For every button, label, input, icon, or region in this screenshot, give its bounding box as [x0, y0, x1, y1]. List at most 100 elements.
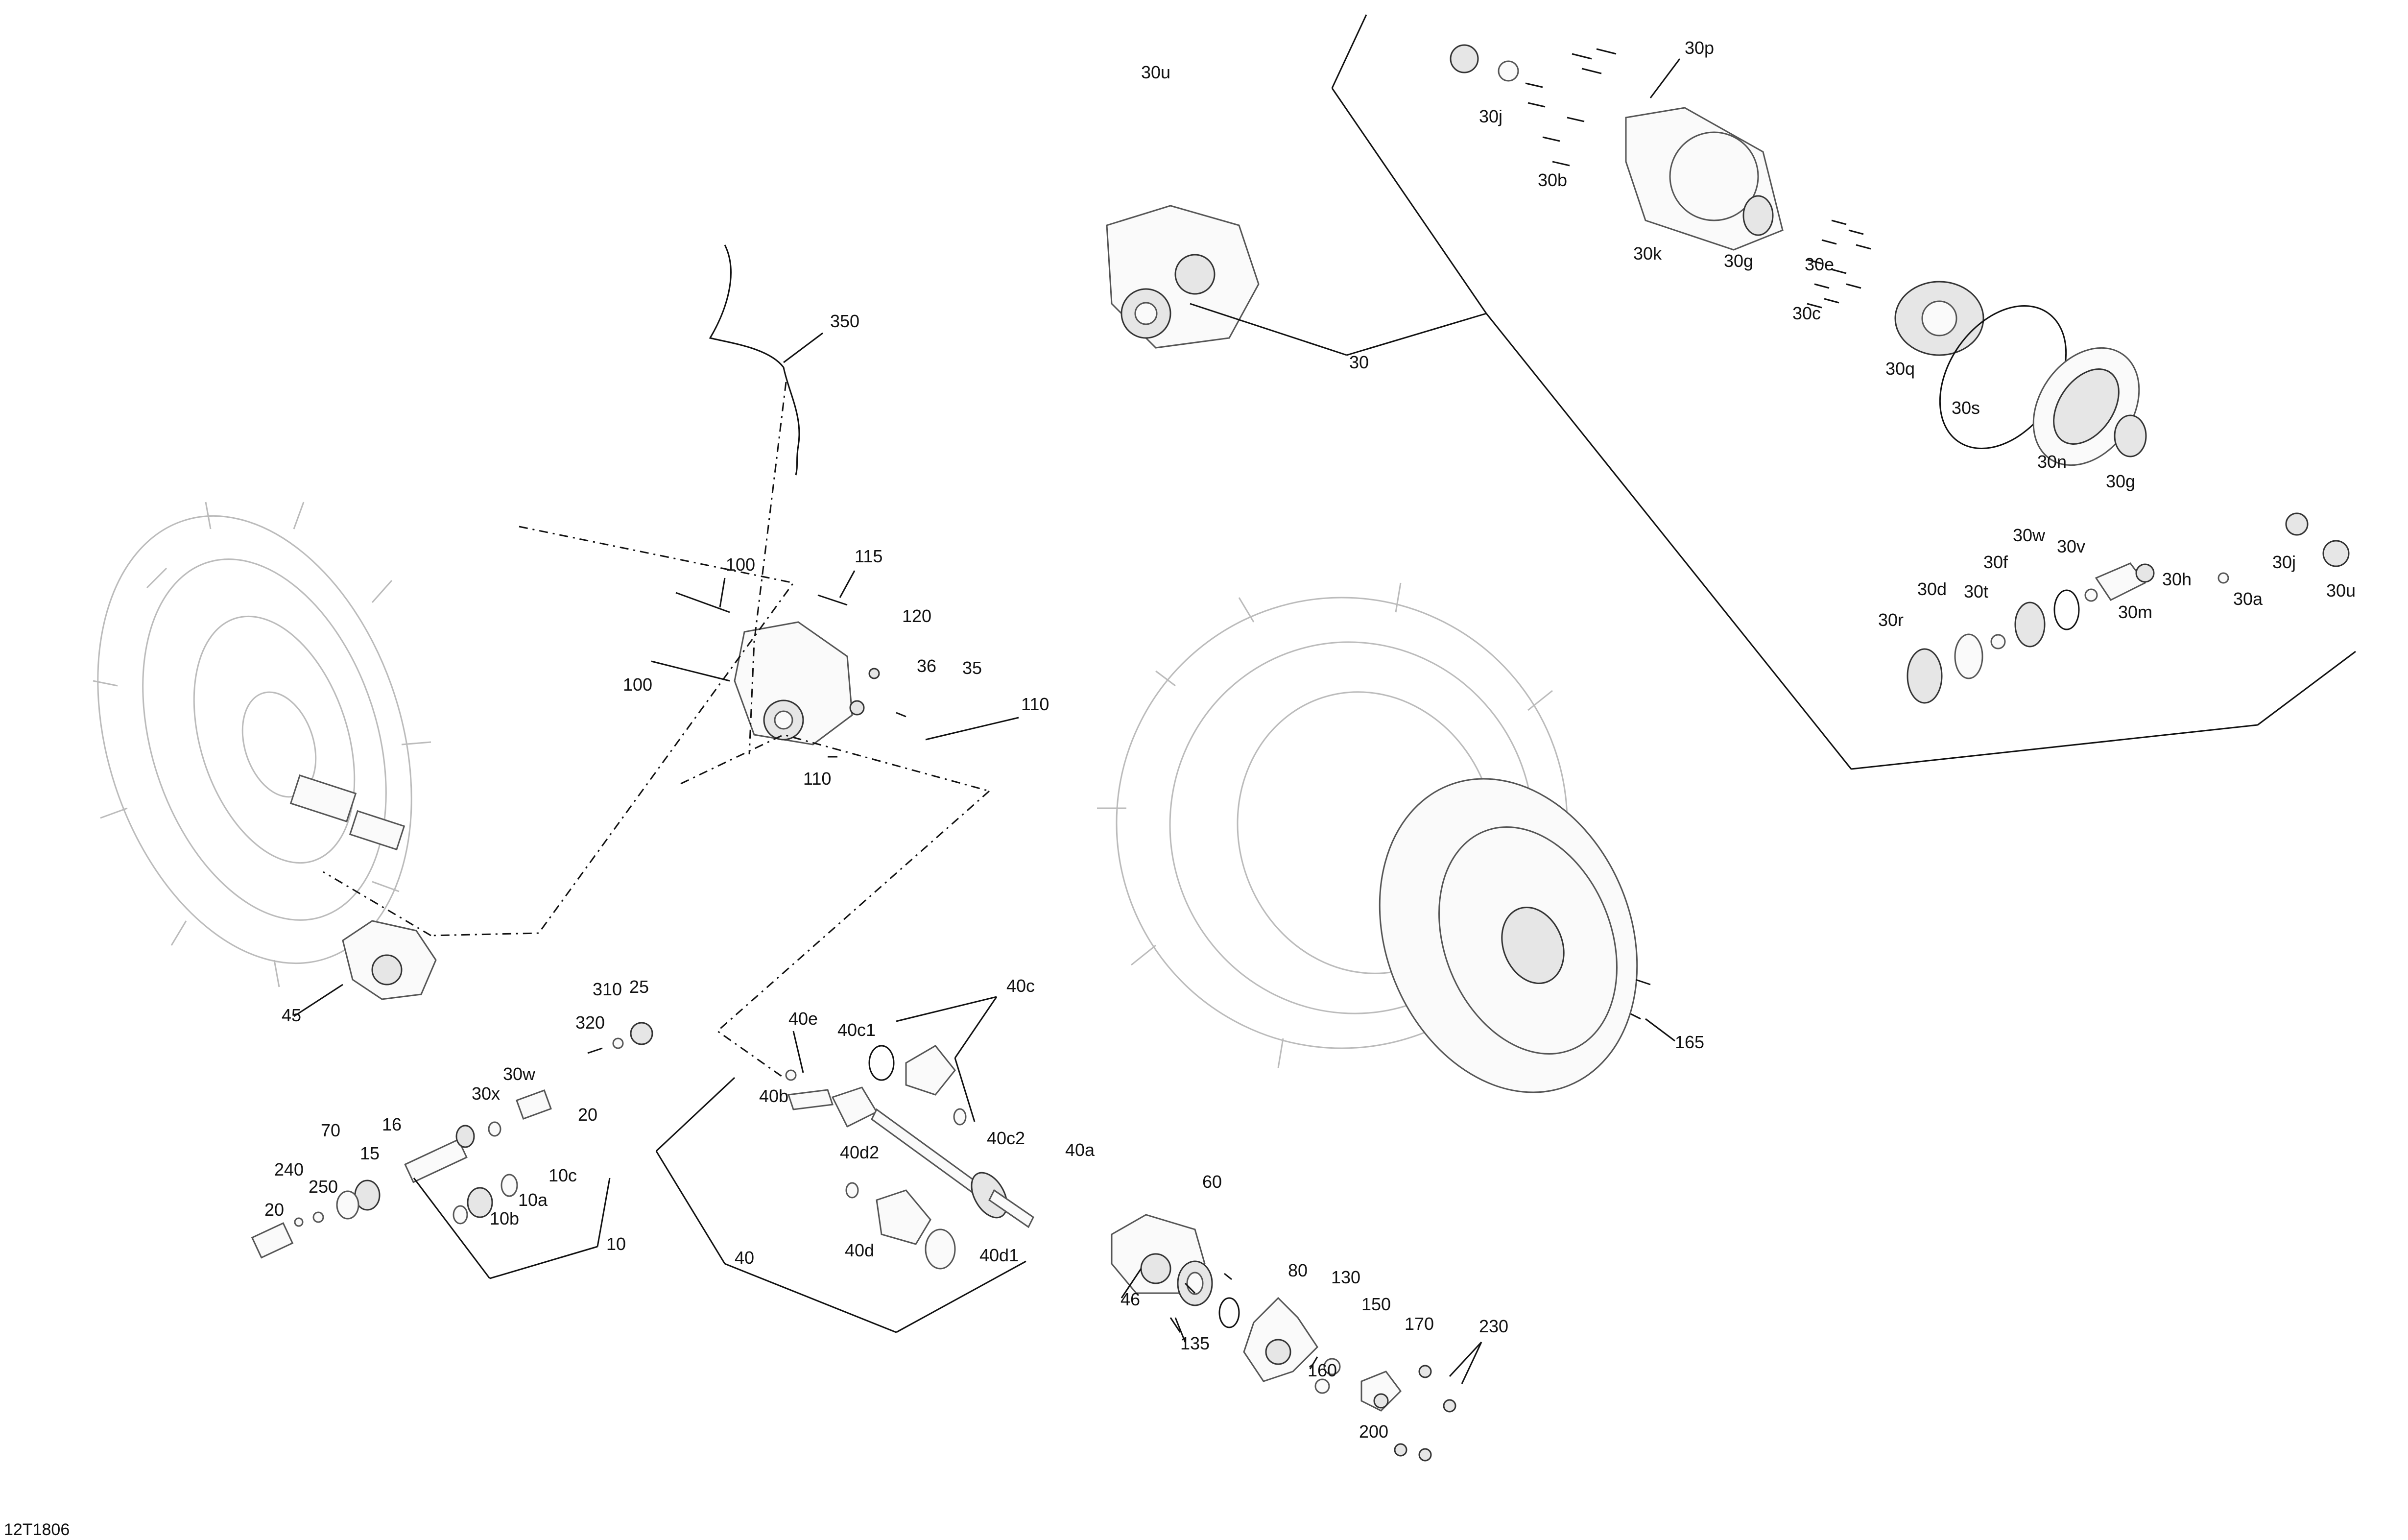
callout-30u: 30u [1141, 62, 1170, 82]
callout-10a: 10a [518, 1190, 548, 1210]
leader-line [293, 984, 343, 1017]
callout-36: 36 [917, 656, 936, 676]
callout-30w-right: 30w [2013, 525, 2046, 545]
callout-25: 25 [629, 977, 649, 997]
callout-40b: 40b [759, 1086, 788, 1106]
leader-line [792, 1031, 804, 1073]
assembly-dashed-lines [323, 382, 990, 1079]
callout-165: 165 [1675, 1032, 1704, 1052]
leader-line [1461, 1342, 1482, 1384]
assembly-dashed-line [430, 526, 795, 937]
callout-20-upper: 20 [578, 1105, 597, 1125]
callout-30g-top: 30g [1724, 251, 1753, 271]
hub-bearing-60 [1177, 1260, 1213, 1306]
callout-30g-bottom: 30g [2106, 471, 2135, 491]
callout-170: 170 [1405, 1314, 1434, 1334]
callout-110-bottom: 110 [803, 769, 831, 789]
callout-115: 115 [855, 546, 882, 566]
callout-30: 30 [1349, 352, 1369, 372]
callout-80: 80 [1288, 1260, 1308, 1280]
callout-30j-right: 30j [2272, 552, 2296, 572]
callout-15: 15 [360, 1143, 380, 1163]
breather-hose-350 [709, 244, 800, 476]
callout-40d: 40d [845, 1240, 874, 1260]
callout-30r: 30r [1878, 610, 1904, 630]
callout-10c: 10c [548, 1165, 577, 1185]
callout-40c: 40c [1006, 976, 1035, 996]
callout-30e: 30e [1805, 254, 1834, 274]
callout-135: 135 [1180, 1333, 1210, 1353]
leader-line [655, 1151, 726, 1264]
assembly-dashed-line [716, 790, 990, 1079]
leader-line [1449, 1341, 1482, 1377]
shaft-parts-10 [251, 1089, 552, 1259]
callout-230: 230 [1479, 1316, 1508, 1336]
leader-line [1121, 1268, 1142, 1299]
leader-line [896, 996, 997, 1022]
leader-line [1645, 1018, 1675, 1042]
callout-320: 320 [575, 1012, 605, 1033]
center-bolts [651, 592, 906, 758]
leader-line [1346, 313, 1487, 356]
ring-gear-30n [2032, 347, 2140, 466]
callout-30p: 30p [1685, 38, 1714, 58]
callout-30w-left: 30w [503, 1064, 536, 1084]
callout-30h: 30h [2162, 569, 2192, 589]
bolts-diff [1525, 48, 1871, 309]
leader-line [1331, 88, 1487, 314]
leader-line [489, 1246, 598, 1279]
callout-30j-top: 30j [1479, 106, 1502, 126]
left-tire-illustration [93, 502, 431, 987]
callout-40e: 40e [788, 1009, 818, 1029]
callout-45: 45 [282, 1005, 301, 1025]
callout-110-right: 110 [1021, 694, 1049, 714]
bolts-135 [1169, 1273, 1232, 1333]
callout-30m: 30m [2118, 602, 2152, 622]
leader-line [413, 1178, 491, 1279]
callout-10b: 10b [490, 1208, 519, 1228]
callout-350: 350 [830, 311, 859, 331]
leader-line [954, 996, 998, 1059]
callout-240: 240 [274, 1159, 304, 1179]
callout-100-top: 100 [726, 554, 755, 575]
callout-16: 16 [382, 1114, 402, 1134]
leader-line [1174, 1317, 1186, 1343]
callout-leaders [293, 14, 2356, 1384]
rim-illustration [1379, 778, 1638, 1093]
callout-40d2: 40d2 [840, 1142, 879, 1162]
callout-30t: 30t [1964, 581, 1988, 602]
assembly-dashed-line [680, 734, 990, 792]
leader-line [1485, 313, 1852, 770]
callout-30v: 30v [2057, 536, 2085, 556]
drawing-code: 12T1806 [4, 1520, 70, 1539]
pinion-assembly [1907, 512, 2350, 704]
differential-assembly-30 [1106, 205, 1260, 349]
callout-30s: 30s [1952, 398, 1980, 418]
callout-40a: 40a [1065, 1140, 1095, 1160]
callout-46: 46 [1121, 1289, 1140, 1309]
callout-10: 10 [606, 1234, 626, 1254]
callout-30b: 30b [1538, 170, 1567, 190]
leader-line [1190, 303, 1347, 356]
callout-30a: 30a [2233, 589, 2263, 609]
callout-30q: 30q [1885, 359, 1915, 379]
valve-165 [1630, 979, 1651, 1020]
leader-line [719, 578, 726, 608]
small-parts-310-320-25 [587, 1022, 653, 1054]
callout-30u-right: 30u [2326, 580, 2356, 601]
leader-line [655, 1077, 736, 1152]
leader-line [724, 1263, 897, 1333]
leader-line [1331, 14, 1367, 89]
leader-line [596, 1178, 611, 1247]
leader-line [2257, 650, 2356, 726]
callout-70: 70 [321, 1120, 340, 1140]
leader-line [954, 1058, 976, 1122]
hub-nut-150-160 [1314, 1358, 1341, 1394]
center-housing [734, 621, 853, 746]
callout-40c2: 40c2 [987, 1128, 1025, 1148]
leader-line [1851, 724, 2258, 770]
assembly-dashed-line [323, 871, 431, 937]
callout-250: 250 [309, 1177, 338, 1197]
